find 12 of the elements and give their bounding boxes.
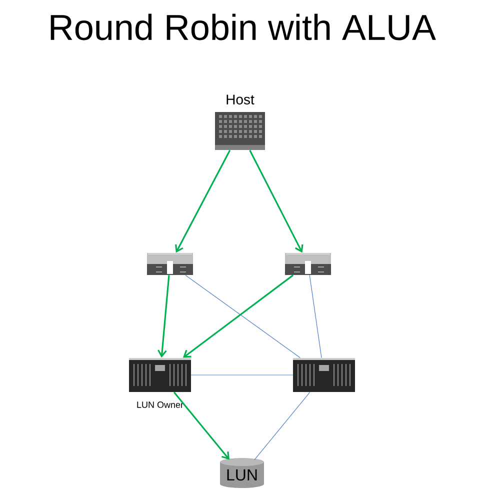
disk-cylinder: LUN [220, 458, 264, 488]
arrow [173, 392, 230, 460]
switch-icon [285, 253, 331, 275]
switch-icon [147, 253, 193, 275]
connector-line [254, 392, 310, 460]
arrow [249, 150, 304, 253]
title: Round Robin with ALUA [50, 14, 436, 40]
connector-line [190, 374, 294, 376]
arrow [158, 275, 170, 358]
storage-array-icon [293, 358, 355, 392]
arrow [175, 150, 231, 253]
connector-line [309, 274, 322, 358]
